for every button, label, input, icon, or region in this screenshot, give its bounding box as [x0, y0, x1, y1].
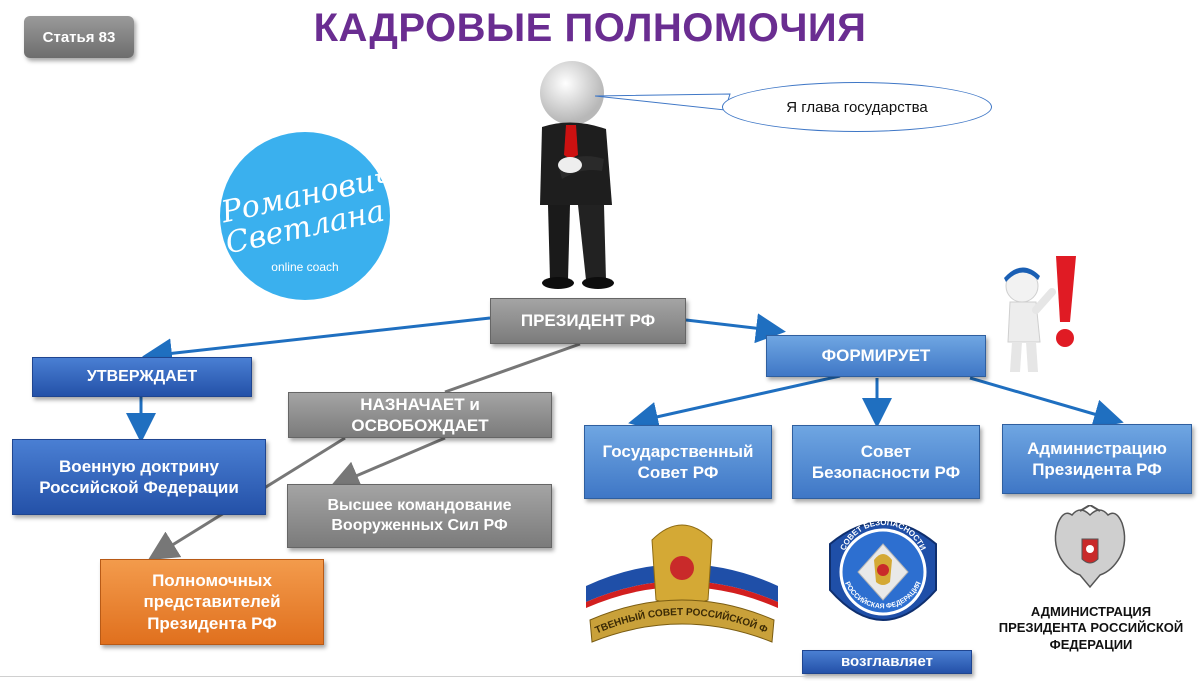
- arrow-president-approves: [142, 316, 491, 369]
- bottom-divider: [0, 676, 930, 677]
- security-council-emblem: СОВЕТ БЕЗОПАСНОСТИ РОССИЙСКАЯ ФЕДЕРАЦИЯ: [829, 518, 937, 621]
- speech-bubble-pointer: [595, 93, 731, 111]
- administration-eagle-icon: [1054, 505, 1126, 589]
- logo-line-3: online coach: [271, 260, 339, 274]
- node-appoints: НАЗНАЧАЕТ и ОСВОБОЖДАЕТ: [288, 392, 552, 438]
- node-administration: Администрацию Президента РФ: [1002, 424, 1192, 494]
- node-military-doctrine: Военную доктрину Российской Федерации: [12, 439, 266, 515]
- president-figure: [540, 61, 614, 289]
- state-council-emblem-text: ГОСУДАРСТВЕННЫЙ СОВЕТ РОССИЙСКОЙ ФЕДЕРАЦ…: [582, 510, 770, 636]
- arrow-forms-admin: [969, 376, 1124, 429]
- arrow-forms-statecouncil: [628, 374, 841, 432]
- node-security-council: Совет Безопасности РФ: [792, 425, 980, 499]
- arrow-president-appoints: [444, 342, 581, 394]
- node-heads: возглавляет: [802, 650, 972, 674]
- exclamation-figure: [1004, 256, 1076, 372]
- administration-emblem-text: АДМИНИСТРАЦИЯ ПРЕЗИДЕНТА РОССИЙСКОЙ ФЕДЕ…: [998, 604, 1184, 652]
- coach-logo: Романович Светлана online coach: [218, 132, 396, 300]
- page-title: КАДРОВЫЕ ПОЛНОМОЧИЯ: [313, 6, 867, 50]
- state-council-emblem: [586, 524, 778, 643]
- article-badge: Статья 83: [24, 16, 134, 58]
- node-forms: ФОРМИРУЕТ: [766, 335, 986, 377]
- arrow-president-forms: [685, 313, 786, 344]
- node-state-council: Государственный Совет РФ: [584, 425, 772, 499]
- state-council-ribbon-text: ГОСУДАРСТВЕННЫЙ СОВЕТ РОССИЙСКОЙ ФЕДЕРАЦ…: [582, 510, 770, 636]
- node-high-command: Высшее командование Вооруженных Сил РФ: [287, 484, 552, 548]
- node-approves: УТВЕРЖДАЕТ: [32, 357, 252, 397]
- node-president: ПРЕЗИДЕНТ РФ: [490, 298, 686, 344]
- node-plenipotentiaries: Полномочных представителей Президента РФ: [100, 559, 324, 645]
- speech-bubble: Я глава государства: [722, 82, 992, 132]
- svg-text:ГОСУДАРСТВЕННЫЙ СОВЕТ РОССИЙСК: ГОСУДАРСТВЕННЫЙ СОВЕТ РОССИЙСКОЙ ФЕДЕРАЦ…: [582, 510, 770, 636]
- arrow-appoints-highcommand: [329, 436, 446, 490]
